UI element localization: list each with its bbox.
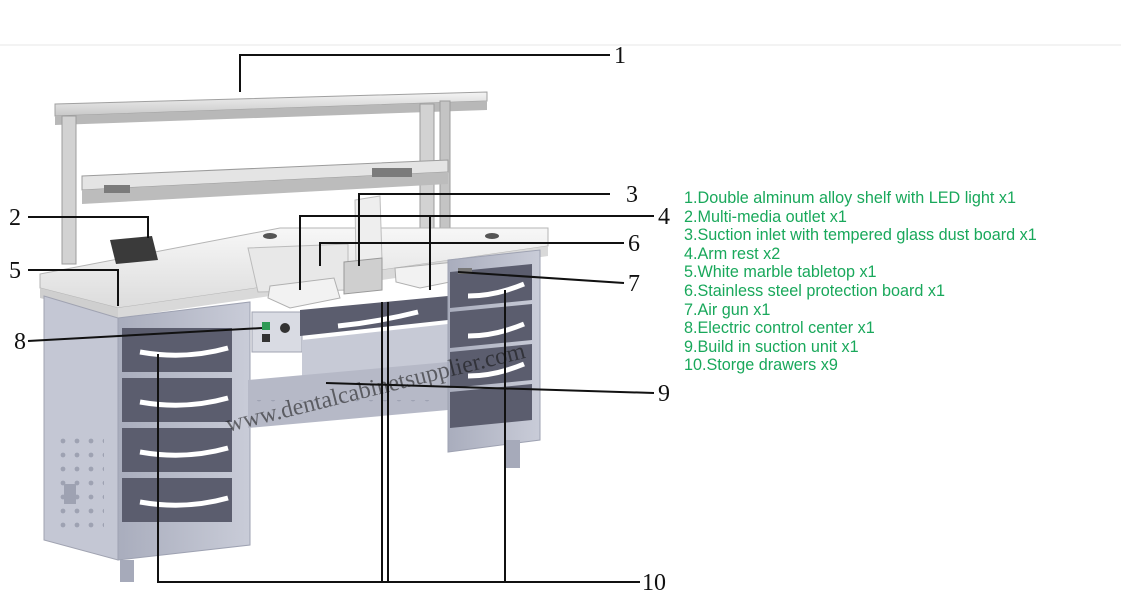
- legend-item-2: 2.Multi-media outlet x1: [684, 207, 847, 226]
- middle-section: [247, 195, 461, 428]
- callout-7: 7: [628, 271, 640, 297]
- legend-item-10: 10.Storge drawers x9: [684, 356, 838, 375]
- callout-3: 3: [626, 182, 638, 208]
- callout-1: 1: [614, 43, 626, 69]
- right-cabinet: [447, 249, 541, 468]
- callout-10: 10: [642, 570, 666, 596]
- callout-6: 6: [628, 231, 640, 257]
- callout-4: 4: [658, 204, 670, 230]
- legend-item-8: 8.Electric control center x1: [684, 319, 875, 338]
- callout-8: 8: [14, 329, 26, 355]
- led-shelf: [54, 91, 488, 265]
- legend-item-7: 7.Air gun x1: [684, 300, 771, 319]
- legend-item-4: 4.Arm rest x2: [684, 244, 781, 263]
- legend-item-3: 3.Suction inlet with tempered glass dust…: [684, 226, 1037, 245]
- left-cabinet: [43, 295, 251, 582]
- legend-item-6: 6.Stainless steel protection board x1: [684, 281, 945, 300]
- legend-item-9: 9.Build in suction unit x1: [684, 337, 859, 356]
- legend: 1.Double alminum alloy shelf with LED li…: [684, 189, 1114, 375]
- legend-item-5: 5.White marble tabletop x1: [684, 263, 877, 282]
- callout-9: 9: [658, 381, 670, 407]
- legend-item-1: 1.Double alminum alloy shelf with LED li…: [684, 189, 1017, 207]
- callout-5: 5: [9, 258, 21, 284]
- callout-2: 2: [9, 205, 21, 231]
- leader-lines: [27, 54, 655, 583]
- control-center: [251, 311, 303, 353]
